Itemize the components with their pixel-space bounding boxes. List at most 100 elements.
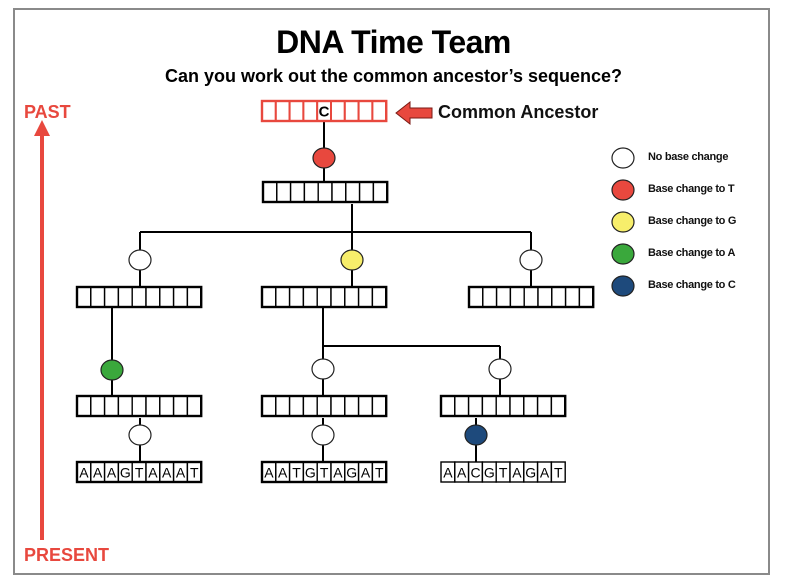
sequence-cell [578, 286, 594, 308]
sequence-cell [90, 286, 106, 308]
sequence-cell [344, 395, 360, 417]
sequence-cell [343, 100, 360, 122]
sequence-cell [117, 395, 133, 417]
sequence-cell [330, 286, 346, 308]
past-label: PAST [24, 102, 71, 122]
sequence-base: A [361, 465, 371, 481]
sequence-base: A [443, 465, 453, 481]
sequence-base: T [320, 465, 329, 481]
legend-label-to-t: Base change to T [648, 183, 735, 195]
sequence-base: A [278, 465, 288, 481]
sequence-cell [275, 395, 291, 417]
sequence-cell [344, 286, 360, 308]
sequence-base: G [525, 465, 536, 481]
sequence-cell [468, 286, 484, 308]
sequence-cell [481, 395, 497, 417]
sequence-cell [537, 286, 553, 308]
sequence-cell [330, 100, 346, 122]
legend-label-to-g: Base change to G [648, 215, 737, 227]
sequence-cell [274, 100, 291, 122]
legend-dot-none [611, 147, 635, 169]
sequence-cell [90, 395, 106, 417]
sequence-cell [358, 181, 375, 203]
sequence-cell [288, 395, 305, 417]
sequence-base: A [333, 465, 343, 481]
sequence-outline [260, 99, 388, 123]
sequence-base: A [176, 465, 186, 481]
sequence-cell [509, 395, 525, 417]
common-ancestor-label: Common Ancestor [438, 102, 599, 122]
sequence-middle [260, 285, 388, 309]
sequence-cell [172, 286, 189, 308]
slide-frame [13, 8, 770, 575]
sequence-cell [275, 286, 291, 308]
ancestor-pointer-arrow [395, 100, 433, 126]
sequence-cell [186, 286, 202, 308]
sequence-base: A [107, 465, 117, 481]
sequence-cell [551, 286, 567, 308]
sequence-cell [357, 286, 374, 308]
sequence-outline [467, 285, 595, 309]
sequence-base: G [346, 465, 357, 481]
ancestor-sequence: C [260, 99, 388, 123]
sequence-cell [440, 395, 456, 417]
sequence-cell [76, 395, 92, 417]
sequence-cell [467, 395, 484, 417]
time-arrow-head [34, 120, 50, 136]
sequence-right-lower [439, 394, 567, 418]
sequence-cell [330, 395, 346, 417]
sequence-cell [261, 395, 277, 417]
sequence-outline [260, 460, 388, 484]
sequence-cell [372, 181, 388, 203]
sequence-cell [145, 286, 161, 308]
sequence-cell [276, 181, 292, 203]
sequence-left-lower [75, 394, 203, 418]
page-subtitle: Can you work out the common ancestor’s s… [164, 66, 623, 86]
marker-to-g [340, 249, 364, 271]
sequence-base: A [457, 465, 467, 481]
sequence-cell [261, 286, 277, 308]
sequence-outline [75, 460, 203, 484]
sequence-cell [131, 286, 147, 308]
sequence-base: T [190, 465, 199, 481]
mutation-markers [100, 147, 543, 446]
marker-no-change-leaf-1 [128, 424, 152, 446]
sequence-outline [260, 285, 388, 309]
sequence-cell [261, 100, 277, 122]
sequence-cell [159, 286, 175, 308]
sequence-cell [117, 286, 133, 308]
sequence-cell [103, 286, 120, 308]
sequence-cell [303, 181, 319, 203]
legend-dot-t [611, 179, 635, 201]
sequence-base: T [554, 465, 563, 481]
sequence-base: G [484, 465, 495, 481]
sequence-cell [550, 461, 566, 483]
sequence-cell [357, 100, 374, 122]
legend-dot-a [611, 243, 635, 265]
sequence-base: G [305, 465, 316, 481]
sequence-cell [509, 286, 525, 308]
marker-no-change-mid [311, 358, 335, 380]
sequence-cell [76, 286, 92, 308]
legend-label-no-change: No base change [648, 151, 729, 163]
sequence-cell [145, 395, 161, 417]
sequence-cell [131, 395, 147, 417]
sequence-cell [550, 395, 566, 417]
legend-label-to-c: Base change to C [648, 279, 736, 291]
sequence-cell [289, 181, 306, 203]
sequence-cell [302, 395, 318, 417]
sequence-base: T [375, 465, 384, 481]
sequence-cell [103, 395, 120, 417]
sequence-base: A [512, 465, 522, 481]
sequence-base: T [292, 465, 301, 481]
present-label: PRESENT [24, 545, 110, 565]
marker-no-change-right-lower [488, 358, 512, 380]
sequence-cell [482, 286, 498, 308]
sequence-cell [371, 286, 387, 308]
sequence-cell [536, 395, 553, 417]
sequence-base: G [120, 465, 131, 481]
sequence-base: C [319, 104, 330, 121]
